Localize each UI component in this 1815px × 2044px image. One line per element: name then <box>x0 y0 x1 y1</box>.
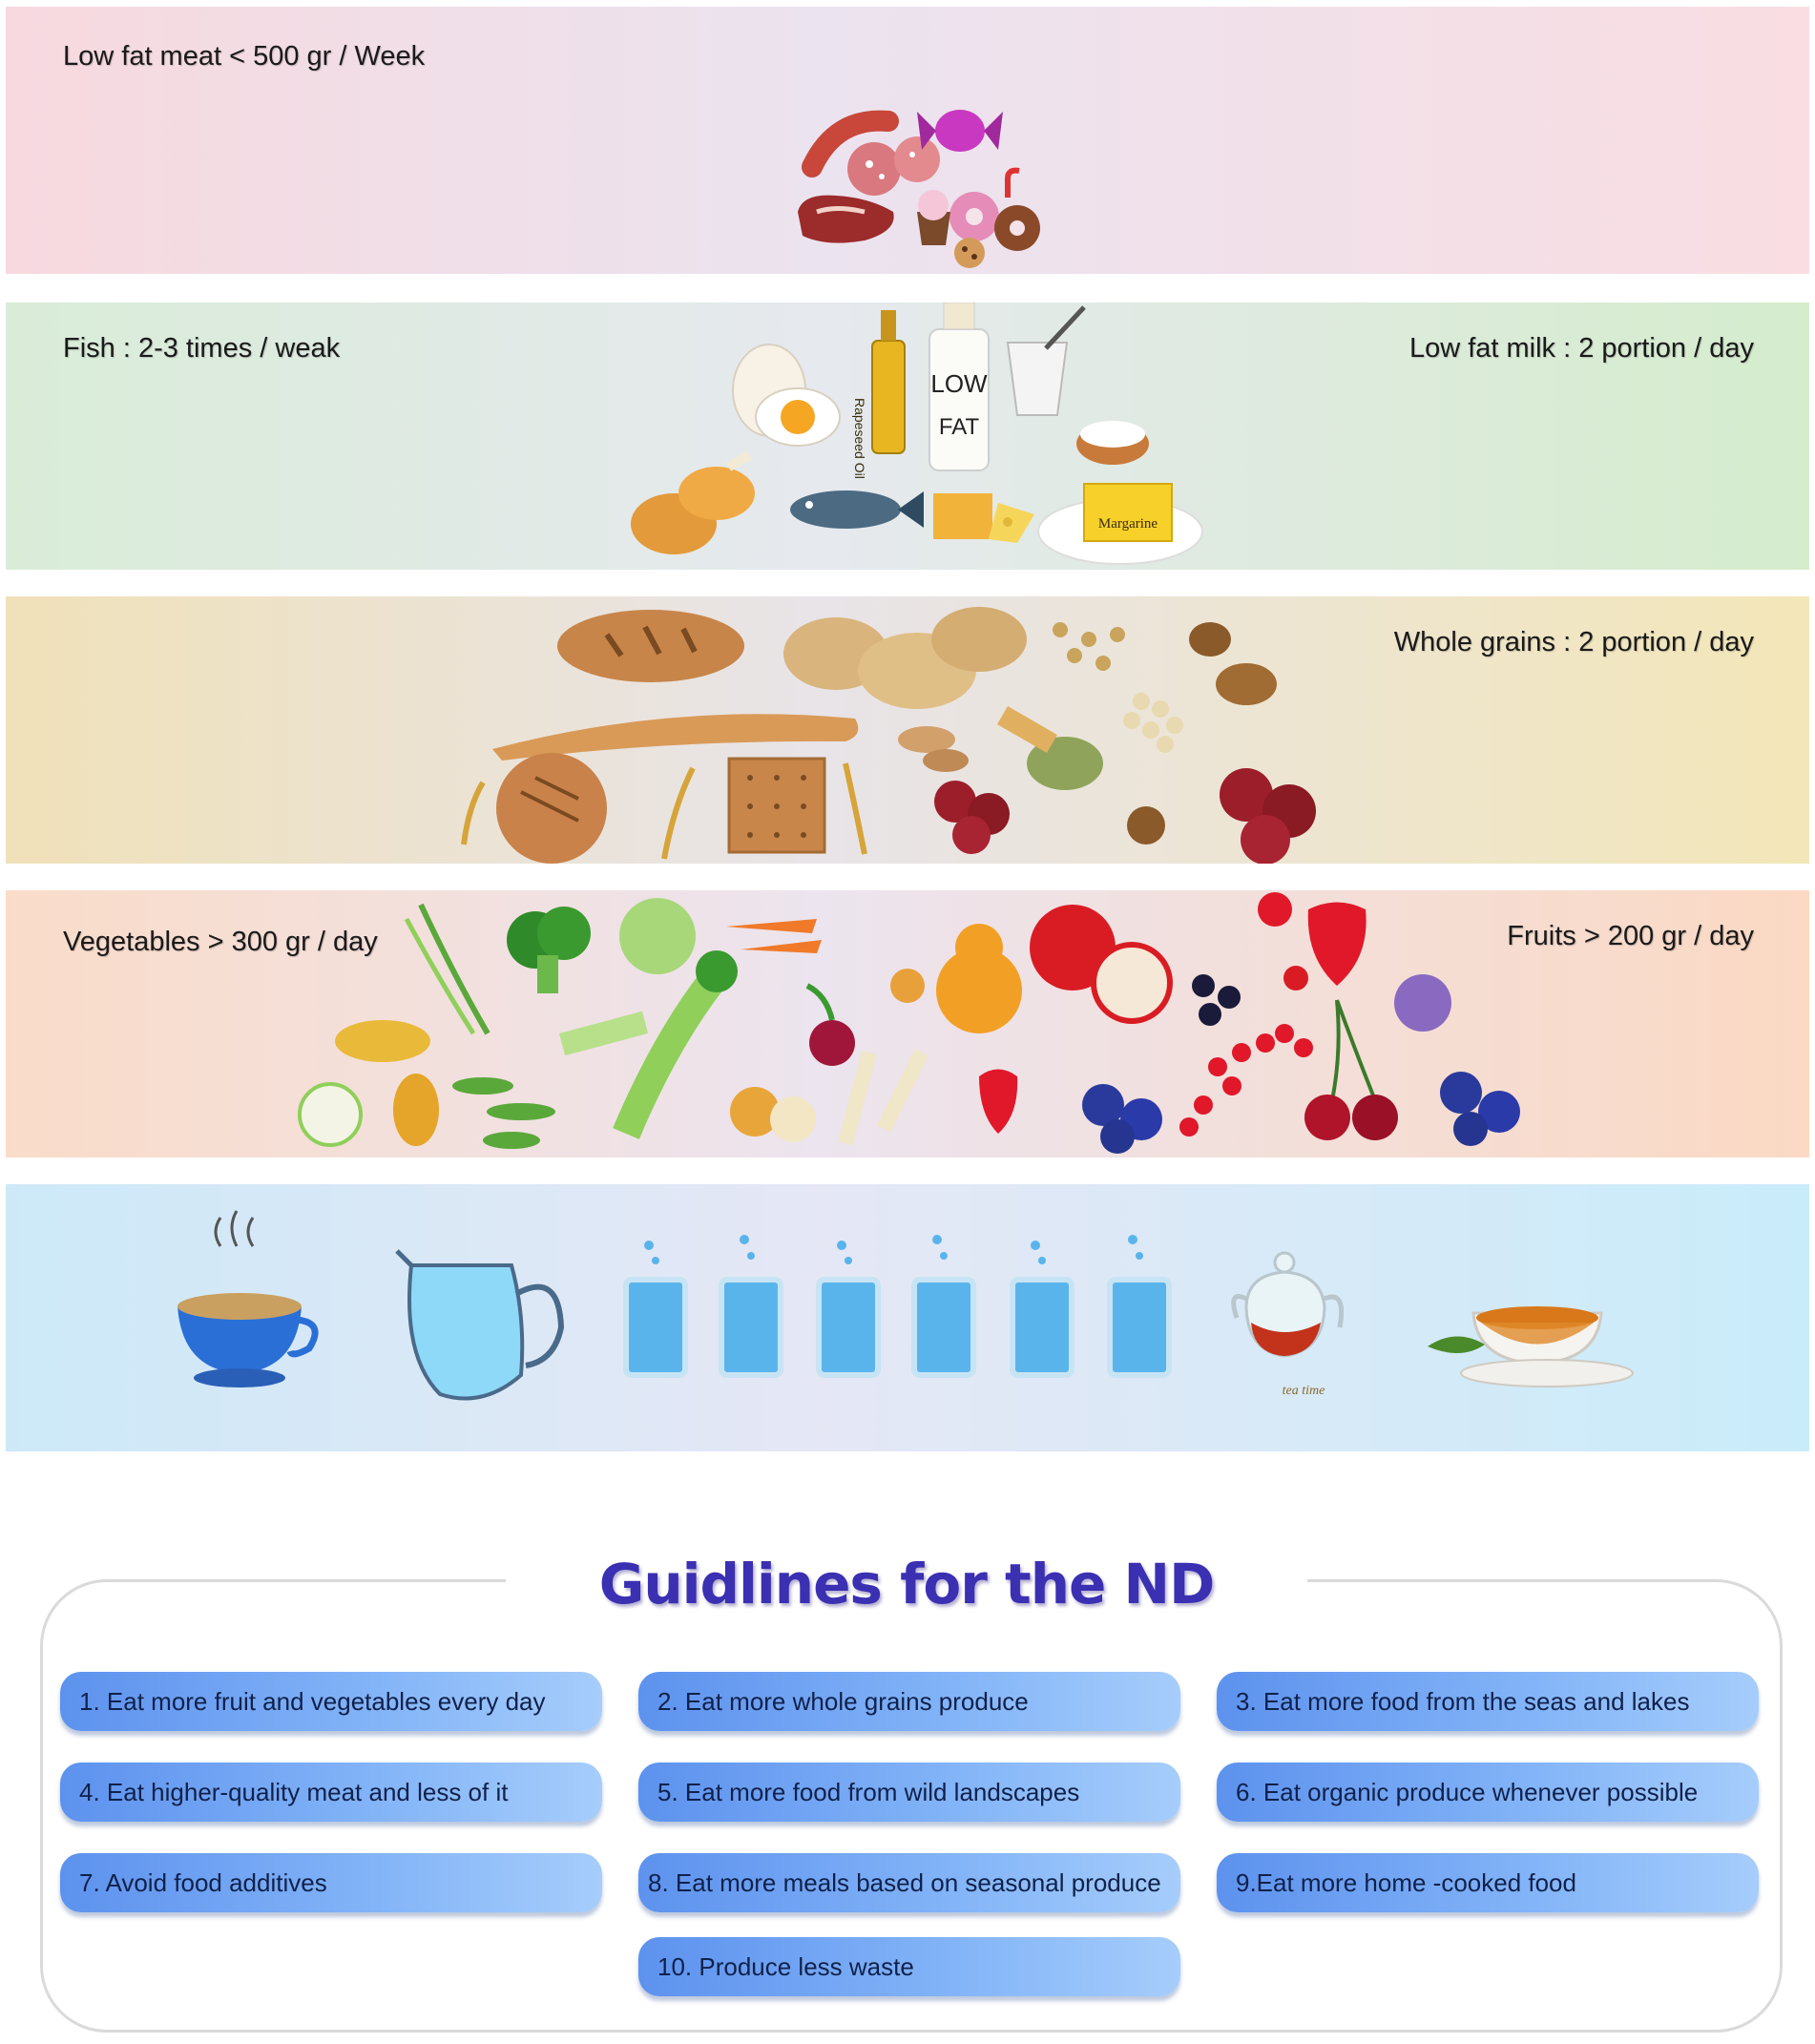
teapot-caption: tea time <box>1283 1384 1325 1398</box>
cheese-icon <box>933 493 1034 543</box>
cabbage-icon <box>619 898 696 974</box>
teapot-icon: tea time <box>1231 1251 1345 1398</box>
sausage-icon <box>802 110 899 177</box>
peas-icon <box>452 1077 555 1149</box>
cream-bowl-icon <box>1076 421 1149 465</box>
plum-icon <box>1394 974 1451 1032</box>
carrot-icon <box>726 919 822 953</box>
guideline-item-4: 4. Eat higher-quality meat and less of i… <box>60 1762 602 1822</box>
water-pitcher-icon <box>395 1249 565 1401</box>
milk-portion-label: Low fat milk : 2 portion / day <box>1408 333 1754 364</box>
baguette-icon <box>492 714 859 761</box>
papaya-icon <box>393 1074 439 1146</box>
guideline-item-10: 10. Produce less waste <box>638 1937 1180 1996</box>
guideline-item-1: 1. Eat more fruit and vegetables every d… <box>60 1672 602 1731</box>
celery-icon <box>613 950 738 1139</box>
fish-frequency-label: Fish : 2-3 times / weak <box>63 333 341 364</box>
coffee-cup-icon <box>177 1210 319 1387</box>
meat-limit-label: Low fat meat < 500 gr / Week <box>63 41 426 72</box>
round-bread-icon <box>496 753 607 864</box>
yogurt-cup-icon <box>1006 305 1086 416</box>
whole-grains-portion-label: Whole grains : 2 portion / day <box>1393 627 1754 657</box>
pyramid-band-protein-dairy: Fish : 2-3 times / weak Low fat milk : 2… <box>6 302 1809 570</box>
produce-illustration <box>298 892 1520 1154</box>
cupcake-icon <box>917 190 950 245</box>
drinks-illustration: tea time <box>177 1210 1634 1401</box>
guidelines-title: Guidlines for the ND <box>598 1552 1216 1616</box>
milk-bottle-label-2: FAT <box>939 414 980 440</box>
chicken-leg-icon <box>631 450 755 554</box>
pyramid-band-meat: Low fat meat < 500 gr / Week <box>6 7 1809 274</box>
meat-icon <box>798 195 894 243</box>
cookie-icon <box>954 238 985 268</box>
hazelnut-icon <box>1127 806 1165 845</box>
onion-icon <box>730 1087 816 1142</box>
water-glass-icon <box>623 1235 1172 1378</box>
guideline-item-6: 6. Eat organic produce whenever possible <box>1217 1762 1759 1822</box>
protein-dairy-illustration: Rapeseed Oil LOW FAT <box>631 302 1203 565</box>
oil-bottle-label: Rapeseed Oil <box>852 398 867 479</box>
guideline-item-3: 3. Eat more food from the seas and lakes <box>1217 1672 1759 1731</box>
pyramid-band-produce: Vegetables > 300 gr / day Fruits > 200 g… <box>6 890 1809 1158</box>
salami-icon <box>847 136 940 196</box>
milk-bottle-label-1: LOW <box>930 369 988 398</box>
parsnip-icon <box>838 1049 929 1146</box>
chickpeas-icon <box>1053 622 1125 671</box>
tea-cup-icon <box>1428 1306 1634 1387</box>
donut-icon <box>949 192 1040 251</box>
peanut-icon <box>898 726 969 772</box>
cherries-icon <box>1304 999 1398 1140</box>
pyramid-band-grains: Whole grains : 2 portion / day <box>6 596 1809 864</box>
margarine-icon: Margarine <box>1037 483 1203 565</box>
broccoli-icon <box>507 907 591 993</box>
beans-pile-icon <box>1123 693 1183 753</box>
walnut-icon <box>1189 622 1277 705</box>
blackberries-icon <box>1192 966 1308 1026</box>
vegetables-amount-label: Vegetables > 300 gr / day <box>63 927 378 957</box>
cracker-icon <box>727 757 826 854</box>
candy-icon <box>917 110 1003 152</box>
guideline-item-8: 8. Eat more meals based on seasonal prod… <box>638 1853 1180 1912</box>
guideline-item-7: 7. Avoid food additives <box>60 1853 602 1912</box>
red-currants-icon <box>1179 1024 1313 1137</box>
oil-bottle-icon: Rapeseed Oil <box>852 310 906 479</box>
green-onion-icon <box>404 903 490 1035</box>
guideline-item-9: 9.Eat more home -cooked food <box>1217 1853 1759 1912</box>
egg-icon <box>732 344 841 447</box>
fish-icon <box>790 490 924 529</box>
beet-icon <box>805 983 855 1066</box>
bread-loaf-icon <box>557 610 744 682</box>
strawberry-icon <box>979 892 1366 1134</box>
kidney-beans-icon <box>934 768 1316 864</box>
apple-icon <box>1030 905 1173 1024</box>
fruits-amount-label: Fruits > 200 gr / day <box>1507 921 1754 951</box>
scoop-icon <box>997 706 1103 790</box>
pyramid-band-drinks: tea time <box>6 1184 1809 1451</box>
pear-icon <box>890 924 1022 1033</box>
meat-sweets-illustration <box>798 110 1040 268</box>
blueberries-icon <box>1082 1072 1520 1154</box>
potato-icon <box>783 607 1027 709</box>
guideline-item-5: 5. Eat more food from wild landscapes <box>638 1762 1180 1822</box>
candy-cane-icon <box>1005 167 1020 198</box>
milk-bottle-icon: LOW FAT <box>928 302 990 471</box>
margarine-label: Margarine <box>1098 516 1158 532</box>
wheat-icon <box>461 762 867 860</box>
guideline-item-2: 2. Eat more whole grains produce <box>638 1672 1180 1731</box>
squash-icon <box>335 1020 430 1062</box>
leek-icon <box>559 1011 649 1056</box>
cauliflower-icon <box>298 1082 363 1147</box>
grains-illustration <box>461 607 1316 864</box>
